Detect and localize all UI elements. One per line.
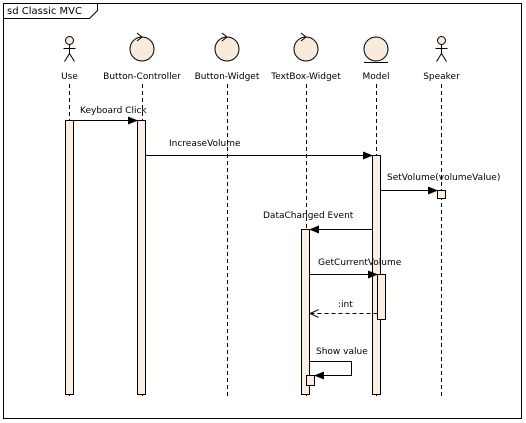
lifeline-head-textbox-widget: TextBox-Widget xyxy=(270,32,341,82)
message-label: Keyboard Click xyxy=(80,106,147,116)
activation-speaker xyxy=(437,190,446,199)
activation-textbox-widget xyxy=(301,229,310,395)
lifeline-head-button-widget: Button-Widget xyxy=(195,32,260,82)
message-return-int: :int xyxy=(310,300,378,314)
lifeline-head-speaker: Speaker xyxy=(423,36,460,82)
lifeline-label-model: Model xyxy=(362,72,389,82)
message-label: DataChanged Event xyxy=(263,211,354,221)
lifeline-label-textbox-widget: TextBox-Widget xyxy=(270,72,341,82)
control-icon xyxy=(214,32,240,62)
message-label: :int xyxy=(338,300,353,310)
message-set-volume: SetVolume(volumeValue) xyxy=(380,173,500,195)
message-label: IncreaseVolume xyxy=(169,139,241,149)
lifeline-label-speaker: Speaker xyxy=(423,72,460,82)
actor-icon xyxy=(63,36,76,62)
frame-title-box xyxy=(3,3,98,19)
activation-button-controller xyxy=(137,120,146,395)
diagram-frame xyxy=(3,3,522,419)
lifeline-label-button-widget: Button-Widget xyxy=(195,72,260,82)
entity-icon xyxy=(363,36,389,63)
message-get-current-volume: GetCurrentVolume xyxy=(309,258,402,279)
message-label: SetVolume(volumeValue) xyxy=(387,173,500,183)
control-icon xyxy=(129,32,155,62)
message-keyboard-click: Keyboard Click xyxy=(73,106,147,125)
message-increase-volume: IncreaseVolume xyxy=(145,139,373,160)
activation-use xyxy=(65,120,74,395)
activation-model-nested xyxy=(377,274,386,320)
activation-textbox-widget-nested xyxy=(306,375,315,386)
actor-icon xyxy=(435,36,448,62)
message-label: Show value xyxy=(316,347,368,357)
message-label: GetCurrentVolume xyxy=(318,258,402,268)
lifeline-head-button-controller: Button-Controller xyxy=(103,32,181,82)
frame-title: sd Classic MVC xyxy=(7,6,82,17)
lifeline-label-button-controller: Button-Controller xyxy=(103,72,181,82)
lifeline-head-model: Model xyxy=(362,36,390,82)
message-show-value: Show value xyxy=(309,347,368,380)
message-data-changed-event: DataChanged Event xyxy=(263,211,373,234)
lifeline-label-use: Use xyxy=(61,72,78,82)
lifeline-head-use: Use xyxy=(61,36,78,82)
control-icon xyxy=(293,32,319,62)
